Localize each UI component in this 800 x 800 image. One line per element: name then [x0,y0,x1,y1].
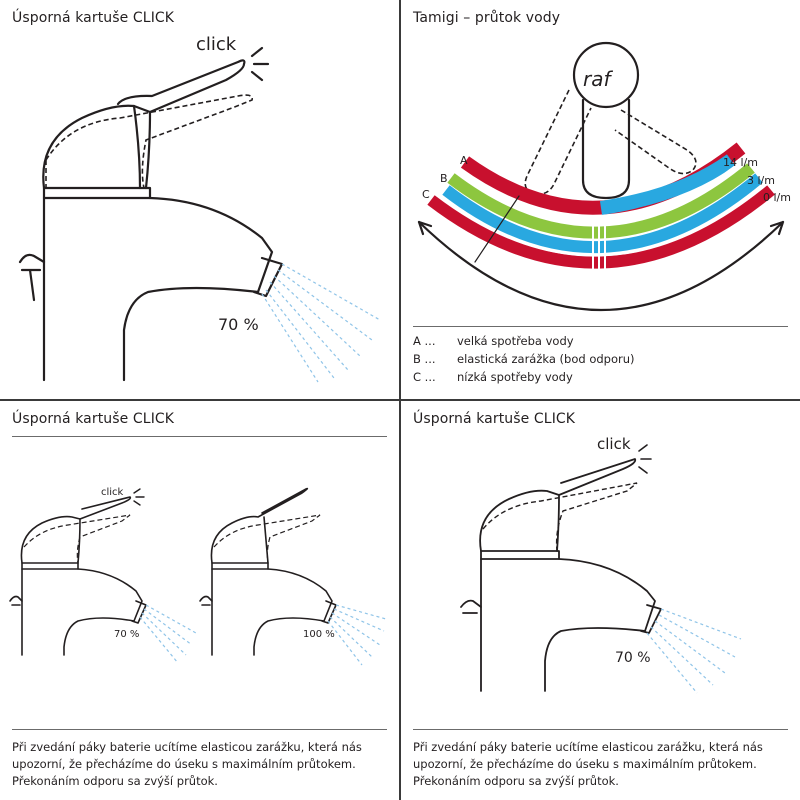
legend-key: B ... [413,352,436,366]
panel-click-cartridge-comparison: Úsporná kartuše CLICK [0,401,399,800]
flow-label-zero: 0 l/m [763,191,791,204]
legend-text: nízká spotřeby vody [457,370,573,384]
faucet-drawing [460,444,742,694]
description-paragraph: Při zvedání páky baterie ucítíme elastic… [12,739,387,790]
description-line: upozorní, že přecházíme do úseku s maxim… [12,757,356,771]
arc-label-a: A [460,154,468,167]
arc-label-b: B [440,172,448,185]
legend-text: velká spotřeba vody [457,334,574,348]
flow-label-high: 14 l/m [723,156,758,169]
flow-bands [427,142,775,290]
panel-tamigi-flow: Tamigi – průtok vody [401,0,800,399]
panel-click-cartridge-bottom: Úsporná kartuše CLICK click 70 % Při zve… [401,401,800,800]
description-paragraph: Při zvedání páky baterie ucítíme elastic… [413,739,788,790]
flow-percent-100: 100 % [303,629,335,640]
text-divider [413,729,788,730]
flow-percent-label: 70 % [615,650,651,666]
text-divider [12,729,387,730]
panel-title: Úsporná kartuše CLICK [413,411,576,427]
legend-divider [413,326,788,327]
panel-title: Tamigi – průtok vody [413,10,561,26]
description-line: upozorní, že přecházíme do úseku s maxim… [413,757,757,771]
flow-percent-70: 70 % [114,629,139,640]
arrow-right [769,220,785,236]
legend-key: A ... [413,334,436,348]
panel-title: Úsporná kartuše CLICK [12,10,175,26]
click-label: click [597,435,631,453]
water-spray [646,608,742,694]
handle-dashed-positions [524,89,697,196]
panel-divider-horizontal [0,399,800,401]
faucet-70-percent [9,488,197,664]
water-spray-100 [327,604,387,666]
faucet-comparison-illustration: click 70 % 100 % [9,487,387,666]
elastic-stop-line [474,195,520,263]
arc-label-c: C [422,188,430,201]
water-spray [261,263,381,383]
title-divider [12,436,387,437]
legend-item-b: B ... elastická zarážka (bod odporu) [413,352,635,366]
legend-text: elastická zarážka (bod odporu) [457,352,635,366]
click-label: click [101,487,124,498]
description-line: Při zvedání páky baterie ucítíme elastic… [12,740,362,754]
flow-arc-diagram: raf A B C 14 l/m 3 l/m 0 l/m [417,41,791,312]
water-spray-70 [139,604,197,664]
raf-logo: raf [583,67,613,91]
faucet-100-percent [199,487,387,666]
faucet-illustration: click 70 % [18,34,381,383]
arrow-left [417,220,433,236]
click-label: click [196,34,237,55]
panel-title: Úsporná kartuše CLICK [12,411,175,427]
faucet-illustration: click 70 % [460,435,742,694]
description-line: Překonáním odporu sa zvýší průtok. [413,774,619,788]
legend-key: C ... [413,370,436,384]
description-line: Při zvedání páky baterie ucítíme elastic… [413,740,763,754]
panel-click-cartridge-top: Úsporná kartuše CLICK [0,0,399,399]
description-line: Překonáním odporu sa zvýší průtok. [12,774,218,788]
flow-label-mid: 3 l/m [747,174,775,187]
rotation-arc [417,220,785,312]
flow-percent-label: 70 % [218,315,259,334]
legend-item-c: C ... nízká spotřeby vody [413,370,573,384]
legend-item-a: A ... velká spotřeba vody [413,334,574,348]
faucet-handle-top [572,41,640,200]
faucet-drawing [18,46,381,383]
